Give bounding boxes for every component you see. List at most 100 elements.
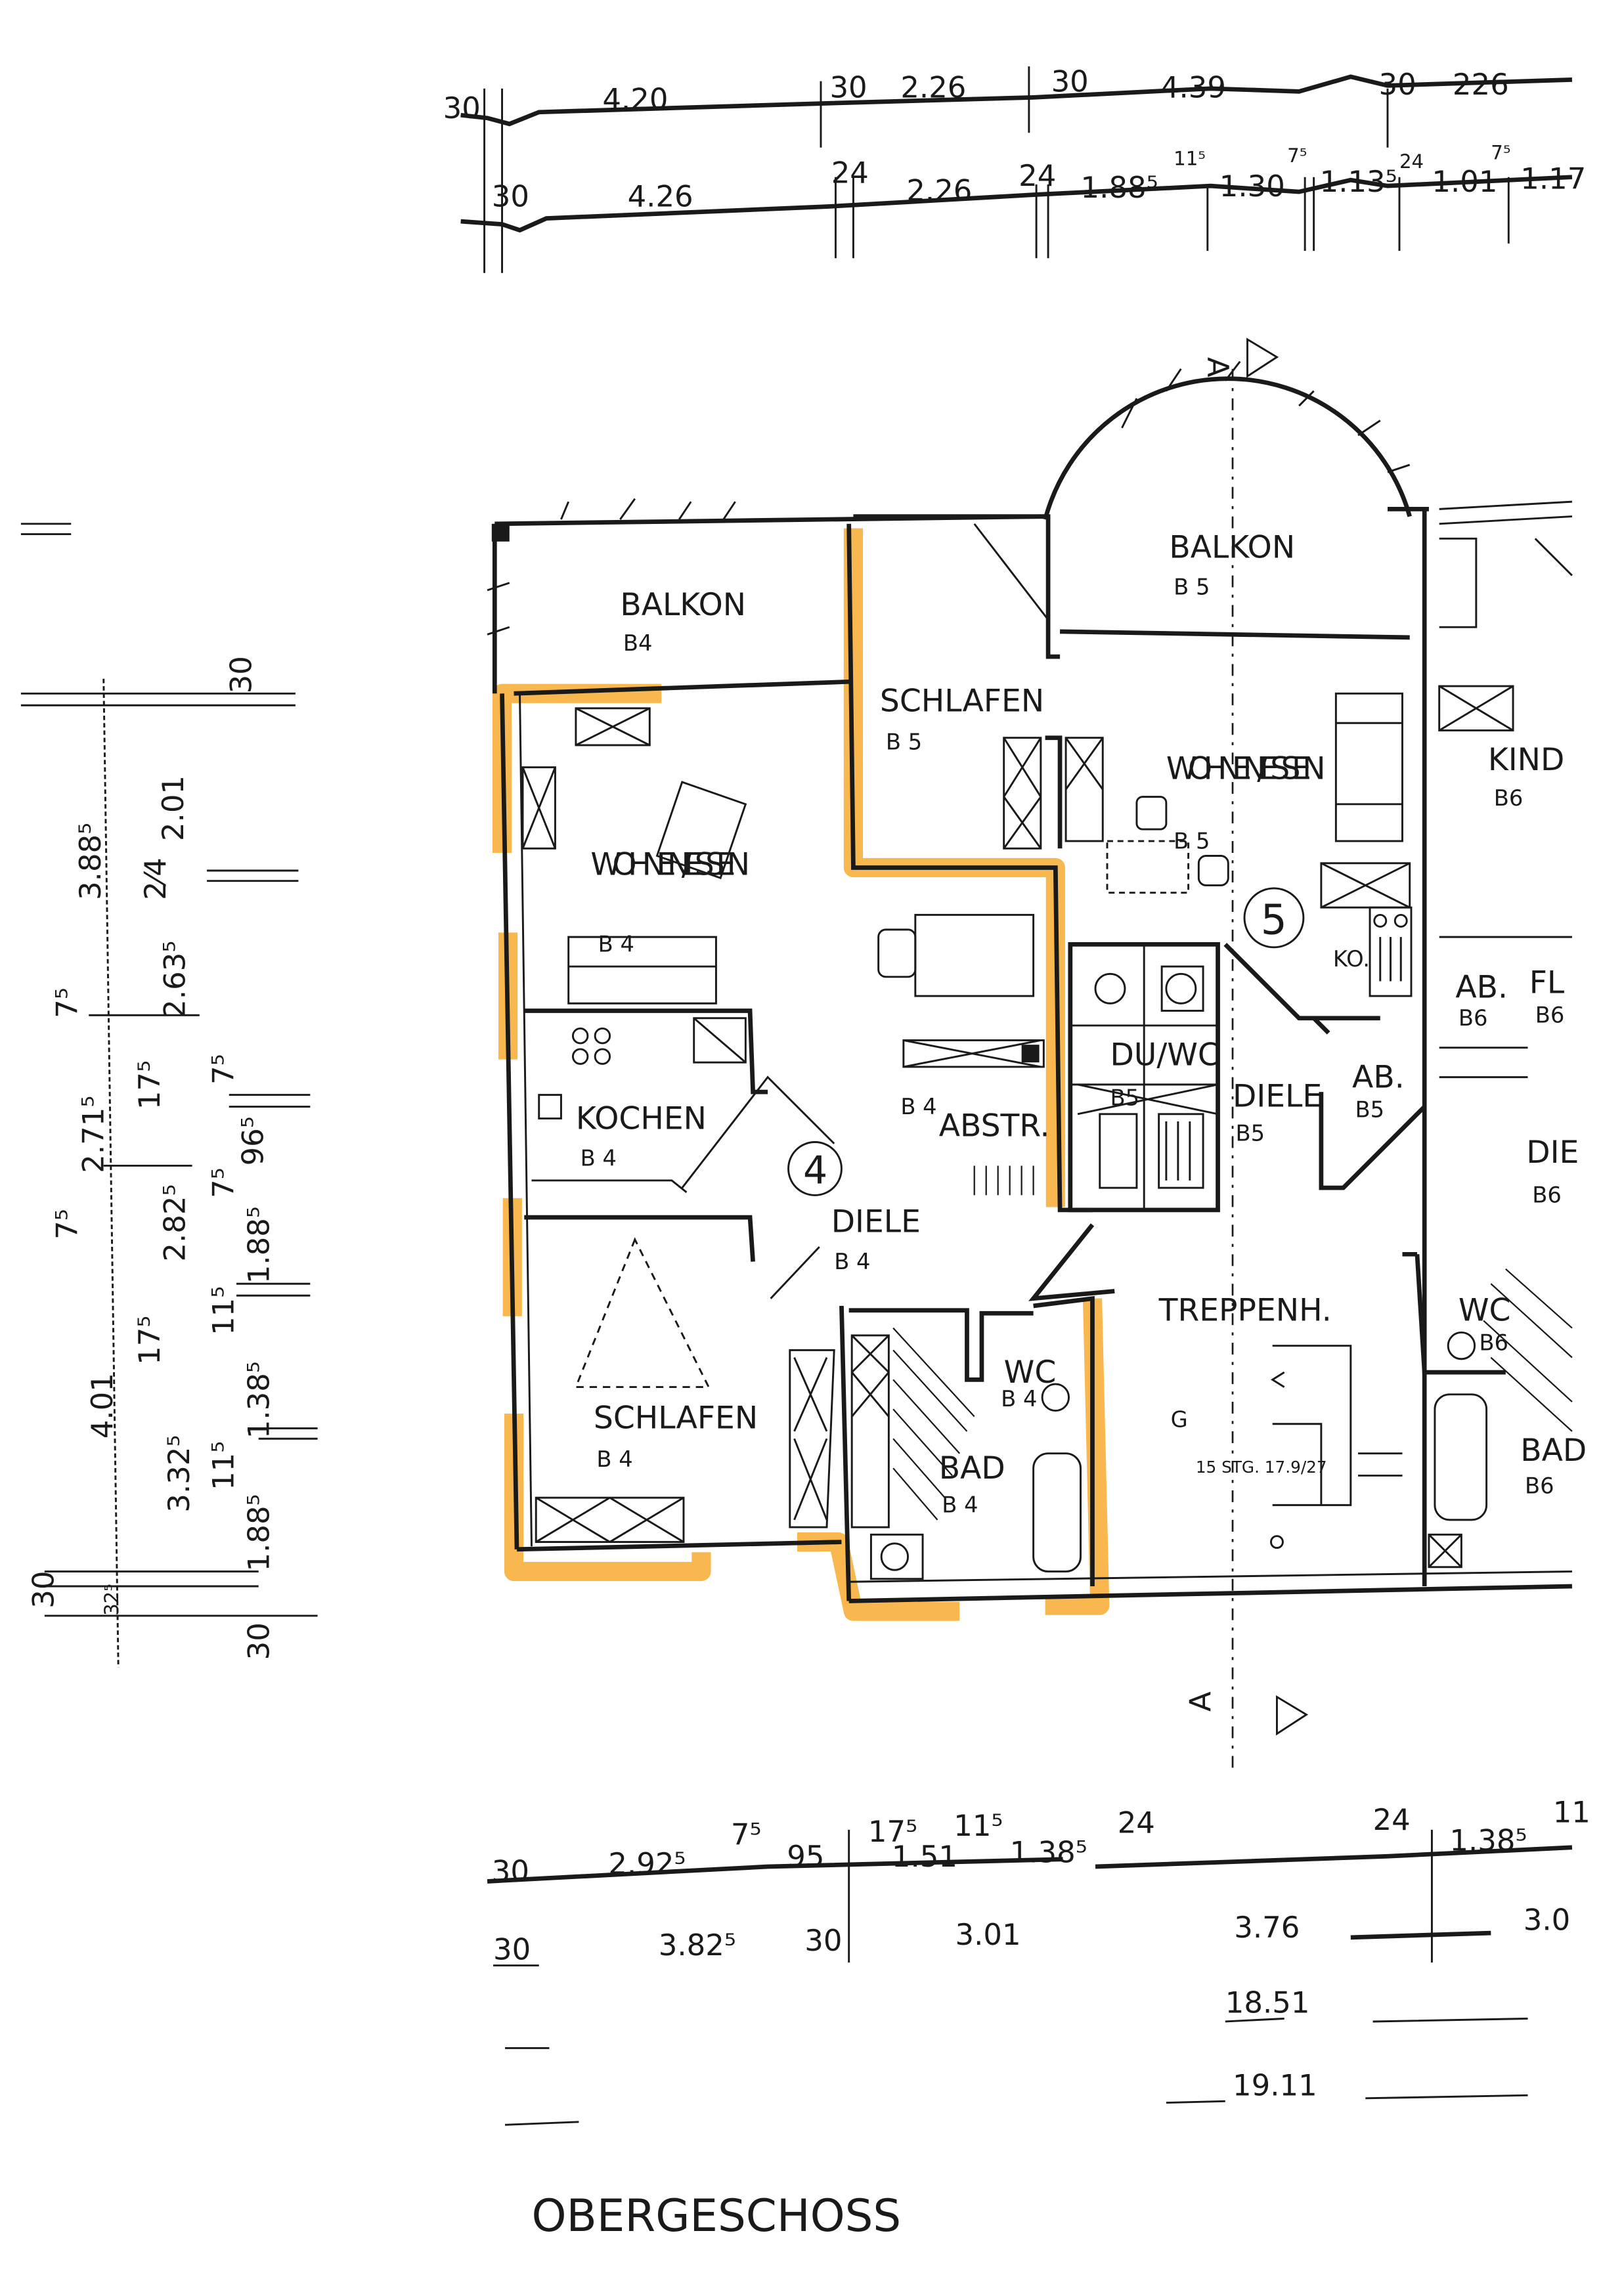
- room-name: WC: [1004, 1354, 1057, 1391]
- dim-label: 30: [223, 656, 258, 693]
- unit-number: 5: [1261, 896, 1287, 944]
- room-unit: B 4: [1001, 1386, 1037, 1412]
- room-unit: B 4: [598, 932, 634, 957]
- dim-label: 24: [1399, 150, 1424, 173]
- dim-label: 1.88⁵: [241, 1494, 276, 1571]
- dim-label: 1.13⁵: [1320, 164, 1397, 199]
- dim-label: 2.82⁵: [157, 1184, 192, 1261]
- dim-label: 4.39: [1160, 70, 1226, 104]
- dim-label: 11⁵: [1174, 148, 1206, 170]
- room-unit: B5: [1110, 1085, 1139, 1110]
- room-unit: B 4: [834, 1249, 870, 1274]
- dim-label: 3.76: [1234, 1910, 1300, 1945]
- room-name: DU/WC: [1110, 1037, 1219, 1073]
- dim-label: 2.92⁵: [608, 1846, 686, 1881]
- unit-4-marker: [787, 1141, 843, 1196]
- dim-label: 1.38⁵: [1449, 1823, 1527, 1857]
- dim-label: 3.82⁵: [659, 1928, 736, 1962]
- dim-label: 7⁵: [206, 1054, 241, 1085]
- room-name: BALKON: [1169, 530, 1295, 566]
- dim-label: 1.88⁵: [1081, 170, 1158, 205]
- room-name: WC: [1459, 1292, 1511, 1328]
- floor-title: OBERGESCHOSS: [531, 2190, 901, 2242]
- dim-label: 30: [492, 179, 529, 214]
- room-name: ABSTR.: [939, 1108, 1050, 1144]
- dim-label: 17⁵: [132, 1060, 167, 1110]
- dim-label: 2.63⁵: [157, 941, 192, 1018]
- dim-label: 1.17: [1520, 162, 1586, 196]
- left-dimension-chains: 3.88⁵ 7⁵ 2.71⁵ 7⁵ 4.01 32⁵ 30 2⁄4 2.63⁵ …: [20, 523, 318, 1668]
- room-unit: B6: [1525, 1473, 1554, 1498]
- dim-label: 24: [1118, 1805, 1155, 1840]
- dim-label: 4.20: [602, 81, 668, 116]
- dim-label: 2.71⁵: [76, 1096, 111, 1173]
- dim-label: 1.38⁵: [1010, 1834, 1087, 1869]
- unit-5-marker: [1243, 887, 1305, 949]
- room-code: G: [1171, 1406, 1188, 1432]
- room-name: SCHLAFEN: [880, 683, 1044, 719]
- room-unit: B 4: [596, 1446, 632, 1472]
- room-unit: B5: [1355, 1096, 1385, 1122]
- dim-label: 11⁵: [206, 1441, 241, 1490]
- room-name: BAD: [939, 1450, 1005, 1486]
- room-name: TREPPENH.: [1158, 1292, 1332, 1328]
- room-name: KIND: [1488, 742, 1565, 778]
- dim-label: 2.26: [906, 173, 972, 208]
- dim-label: 11⁵: [206, 1286, 241, 1335]
- room-name: BAD: [1520, 1433, 1587, 1469]
- dim-label: 30: [829, 70, 867, 104]
- room-name: WOHNEN/ ESSEN: [590, 847, 750, 883]
- dim-label: 30: [492, 1853, 529, 1888]
- dim-label: 4.26: [628, 179, 693, 214]
- dim-label: 24: [831, 156, 869, 190]
- room-unit: B6: [1535, 1002, 1565, 1028]
- dim-label: 11: [1553, 1795, 1591, 1830]
- room-unit: B5: [1236, 1120, 1265, 1146]
- dim-total: 18.51: [1225, 1985, 1310, 2020]
- dim-label: 7⁵: [1287, 144, 1307, 167]
- room-unit: B 5: [886, 729, 922, 755]
- dim-label: 30: [443, 91, 481, 125]
- dim-label: 7⁵: [49, 987, 84, 1018]
- dim-label: 95: [787, 1839, 824, 1874]
- dim-label: 17⁵: [868, 1814, 917, 1849]
- dim-label: 32⁵: [100, 1584, 123, 1616]
- room-unit: B 5: [1174, 574, 1210, 600]
- room-unit: B6: [1479, 1330, 1508, 1355]
- dim-label: 3.0: [1524, 1903, 1570, 1938]
- top-dimension-chains: 30 4.20 30 2.26 30 4.39 30 226 30 4.26 2…: [443, 64, 1586, 273]
- dim-label: 7⁵: [1491, 142, 1510, 164]
- room-unit: B 4: [581, 1145, 617, 1171]
- dim-label: 30: [493, 1932, 531, 1967]
- room-labels: BALKON B4 WOHNEN/ ESSEN B 4 KOCHEN B 4 S…: [576, 530, 1587, 1518]
- dim-label: 7⁵: [49, 1209, 84, 1240]
- dim-label: 1.51: [892, 1839, 957, 1874]
- dim-label: 3.01: [955, 1917, 1021, 1952]
- section-marker-label: A: [1200, 357, 1235, 378]
- dim-label: 2.26: [900, 70, 966, 104]
- dim-label: 30: [804, 1923, 842, 1958]
- dim-label: 1.30: [1219, 169, 1285, 204]
- dim-label: 30: [1051, 64, 1089, 98]
- dim-label: 1.88⁵: [241, 1206, 276, 1284]
- dim-label: 96⁵: [235, 1116, 270, 1165]
- dim-label: 3.88⁵: [73, 823, 108, 900]
- room-unit: B 5: [1174, 828, 1210, 854]
- room-name: BALKON: [620, 587, 746, 623]
- bottom-dimension-chains: 30 2.92⁵ 7⁵ 95 17⁵ 1.51 11⁵ 1.38⁵ 24 24 …: [487, 1795, 1591, 2126]
- dim-label: 30: [241, 1622, 276, 1660]
- room-unit: B6: [1494, 785, 1524, 811]
- dim-label: 30: [1379, 67, 1416, 102]
- room-name: DIELE: [1233, 1079, 1322, 1115]
- room-name: AB.: [1455, 969, 1508, 1005]
- room-unit: B 4: [942, 1492, 978, 1518]
- dim-label: 226: [1453, 67, 1509, 102]
- dim-label: 4.01: [85, 1373, 120, 1439]
- stair-note: 15 STG. 17.9/27: [1196, 1458, 1327, 1477]
- dim-label: 11⁵: [954, 1808, 1003, 1843]
- dim-label: 7⁵: [731, 1817, 762, 1852]
- unit-number: 4: [803, 1148, 827, 1192]
- room-unit: B6: [1532, 1182, 1562, 1208]
- room-name: KOCHEN: [576, 1100, 707, 1137]
